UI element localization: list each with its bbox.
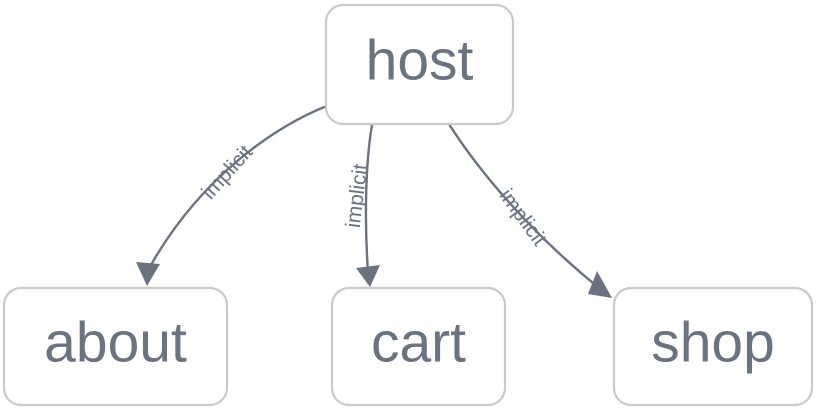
nodes-layer: host about cart shop <box>2 3 814 407</box>
edge-host-shop[interactable]: implicit <box>447 122 612 298</box>
edge-path-host-about <box>145 104 329 274</box>
edge-label-host-about: implicit <box>197 141 257 204</box>
node-cart-label: cart <box>371 311 466 375</box>
edges-layer: implicit implicit implicit <box>136 104 612 298</box>
arrowhead-cart <box>356 265 380 287</box>
edge-label-host-cart: implicit <box>342 162 373 229</box>
edge-path-host-cart <box>364 123 374 274</box>
node-about-label: about <box>44 311 187 375</box>
node-host-label: host <box>366 29 474 93</box>
node-about-box[interactable] <box>2 286 229 407</box>
node-shop-box[interactable] <box>612 286 814 407</box>
arrowhead-about <box>136 262 160 286</box>
node-cart[interactable]: cart <box>330 286 507 407</box>
node-shop-label: shop <box>651 311 775 375</box>
node-shop[interactable]: shop <box>612 286 814 407</box>
arrowhead-shop <box>588 271 612 298</box>
edge-host-about[interactable]: implicit <box>136 104 329 286</box>
node-host-box[interactable] <box>324 3 515 126</box>
node-host[interactable]: host <box>324 3 515 126</box>
edge-path-host-shop <box>447 122 601 290</box>
edge-host-cart[interactable]: implicit <box>342 123 380 287</box>
edge-label-host-shop: implicit <box>495 185 551 251</box>
node-cart-box[interactable] <box>330 286 507 407</box>
node-about[interactable]: about <box>2 286 229 407</box>
